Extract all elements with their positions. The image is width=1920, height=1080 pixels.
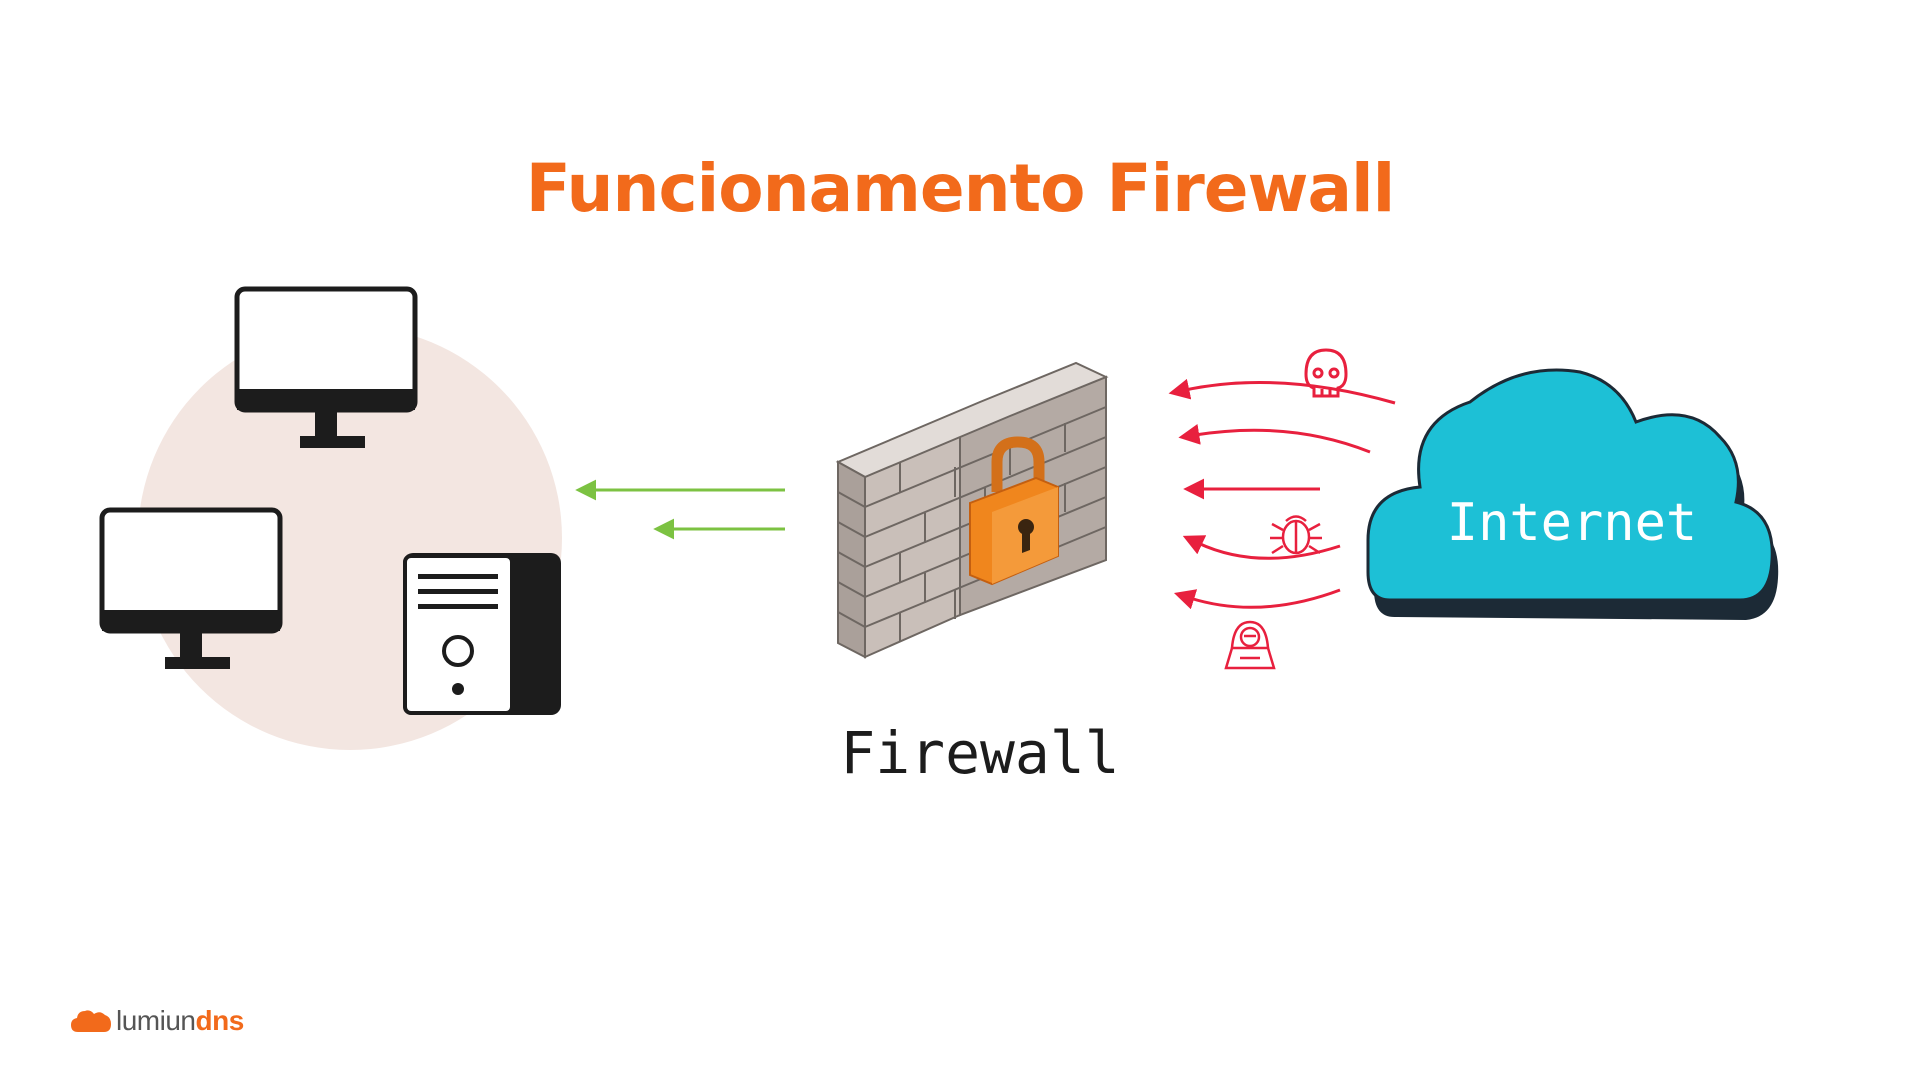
blocked-arrow: [1168, 378, 1396, 405]
logo-wordmark: lumiundns: [116, 1006, 244, 1036]
blocked-traffic: [1168, 378, 1396, 610]
hacker-icon: [1224, 620, 1276, 670]
internal-network: [99, 286, 562, 750]
firewall-label: Firewall: [840, 719, 1119, 787]
cloud-label: Internet: [1447, 493, 1697, 553]
monitor-icon: [234, 286, 418, 448]
monitor-icon: [99, 507, 283, 669]
blocked-arrow: [1182, 535, 1341, 560]
logo-word-light: lumiun: [116, 1005, 196, 1036]
page-title: Funcionamento Firewall: [525, 150, 1396, 227]
allowed-traffic: [575, 479, 785, 540]
bug-icon: [1270, 515, 1322, 555]
blocked-arrow: [1173, 588, 1341, 610]
padlock-icon: [969, 436, 1059, 586]
logo-word-bold: dns: [195, 1005, 244, 1036]
brand-logo: lumiundns: [70, 1006, 244, 1036]
server-tower-icon: [403, 553, 561, 715]
blocked-arrow: [1178, 423, 1371, 454]
internet-cloud-icon: Internet: [1366, 368, 1779, 620]
cloud-logo-icon: [71, 1010, 111, 1032]
skull-icon: [1304, 348, 1348, 398]
